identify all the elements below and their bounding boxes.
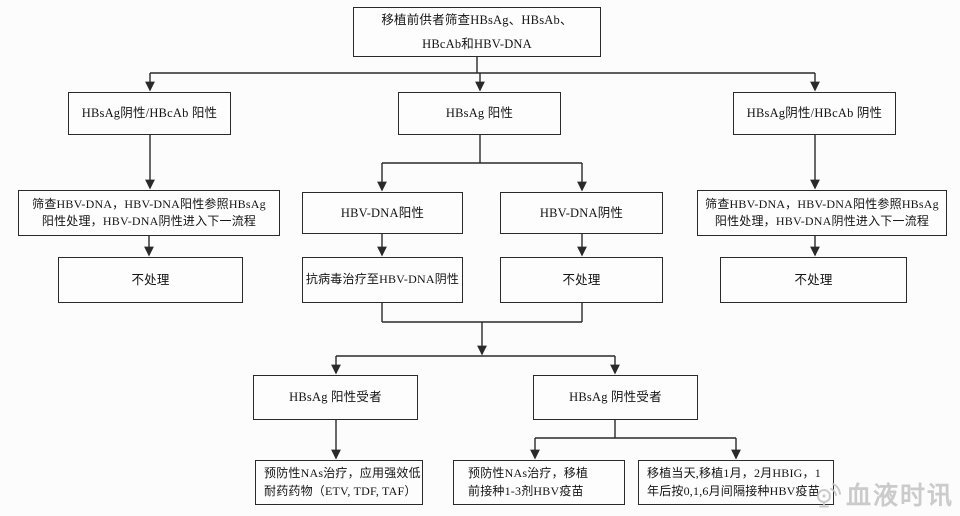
node-label: 不处理 <box>562 272 601 287</box>
node-label: HBsAg 阳性 <box>445 106 514 121</box>
node-hbig-vaccine-schedule: 移植当天,移植1月，2月HBIG，1 年后按0,1,6月间隔接种HBV疫苗 <box>638 460 834 505</box>
node-label: 移植当天,移植1月，2月HBIG，1 <box>647 466 821 481</box>
node-recipient-hbsag-positive: HBsAg 阳性受者 <box>253 375 418 420</box>
node-donor-hbsag-neg-hbcab-pos: HBsAg阴性/HBcAb 阳性 <box>68 92 231 135</box>
node-label: HBV-DNA阳性 <box>340 205 425 220</box>
node-hbv-dna-positive: HBV-DNA阳性 <box>302 192 463 234</box>
node-label: 筛查HBV-DNA，HBV-DNA阳性参照HBsAg <box>32 196 266 211</box>
broadcast-icon <box>816 483 841 508</box>
node-label: 前接种1-3剂HBV疫苗 <box>468 483 584 498</box>
node-label: 耐药药物（ETV, TDF, TAF） <box>264 483 417 498</box>
watermark-label: 血液时讯 <box>845 482 954 510</box>
node-label: HBV-DNA阴性 <box>539 205 624 220</box>
node-screen-hbv-dna-right: 筛查HBV-DNA，HBV-DNA阳性参照HBsAg 阳性处理，HBV-DNA阴… <box>697 190 947 236</box>
node-nas-low-resistance: 预防性NAs治疗，应用强效低 耐药药物（ETV, TDF, TAF） <box>255 460 423 505</box>
node-label: 阳性处理，HBV-DNA阴性进入下一流程 <box>714 214 930 228</box>
node-no-treatment-right: 不处理 <box>720 257 907 303</box>
node-screen-hbv-dna-left: 筛查HBV-DNA，HBV-DNA阳性参照HBsAg 阳性处理，HBV-DNA阴… <box>18 190 280 236</box>
node-label: 预防性NAs治疗，移植 <box>468 466 589 481</box>
node-label: 阳性处理，HBV-DNA阴性进入下一流程 <box>41 214 257 228</box>
node-label: 不处理 <box>794 272 833 287</box>
node-label: 不处理 <box>131 272 170 287</box>
node-hbv-dna-negative: HBV-DNA阴性 <box>500 192 663 234</box>
node-label: HBsAg阴性/HBcAb 阳性 <box>81 106 218 121</box>
node-nas-pre-transplant-vaccine: 预防性NAs治疗，移植 前接种1-3剂HBV疫苗 <box>453 460 625 505</box>
node-label: HBsAg阴性/HBcAb 阴性 <box>746 106 883 121</box>
node-donor-hbsag-neg-hbcab-neg: HBsAg阴性/HBcAb 阴性 <box>733 92 896 135</box>
node-label: 预防性NAs治疗，应用强效低 <box>264 466 421 481</box>
node-label: 筛查HBV-DNA，HBV-DNA阳性参照HBsAg <box>705 196 939 211</box>
node-label: HBcAb和HBV-DNA <box>422 37 532 51</box>
node-label: 移植前供者筛查HBsAg、HBsAb、 <box>381 12 573 27</box>
watermark: 血液时讯 <box>813 476 954 512</box>
node-no-treatment-middle: 不处理 <box>500 257 663 303</box>
node-label: HBsAg 阴性受者 <box>569 390 662 405</box>
node-donor-hbsag-pos: HBsAg 阳性 <box>398 92 561 135</box>
node-no-treatment-left: 不处理 <box>58 257 243 303</box>
node-donor-screening: 移植前供者筛查HBsAg、HBsAb、 HBcAb和HBV-DNA <box>353 7 601 57</box>
node-label: HBsAg 阳性受者 <box>289 390 382 405</box>
node-label: 抗病毒治疗至HBV-DNA阴性 <box>305 272 460 287</box>
node-label: 年后按0,1,6月间隔接种HBV疫苗 <box>647 483 820 498</box>
node-recipient-hbsag-negative: HBsAg 阴性受者 <box>533 375 698 420</box>
node-antiviral-treatment: 抗病毒治疗至HBV-DNA阴性 <box>302 257 463 303</box>
